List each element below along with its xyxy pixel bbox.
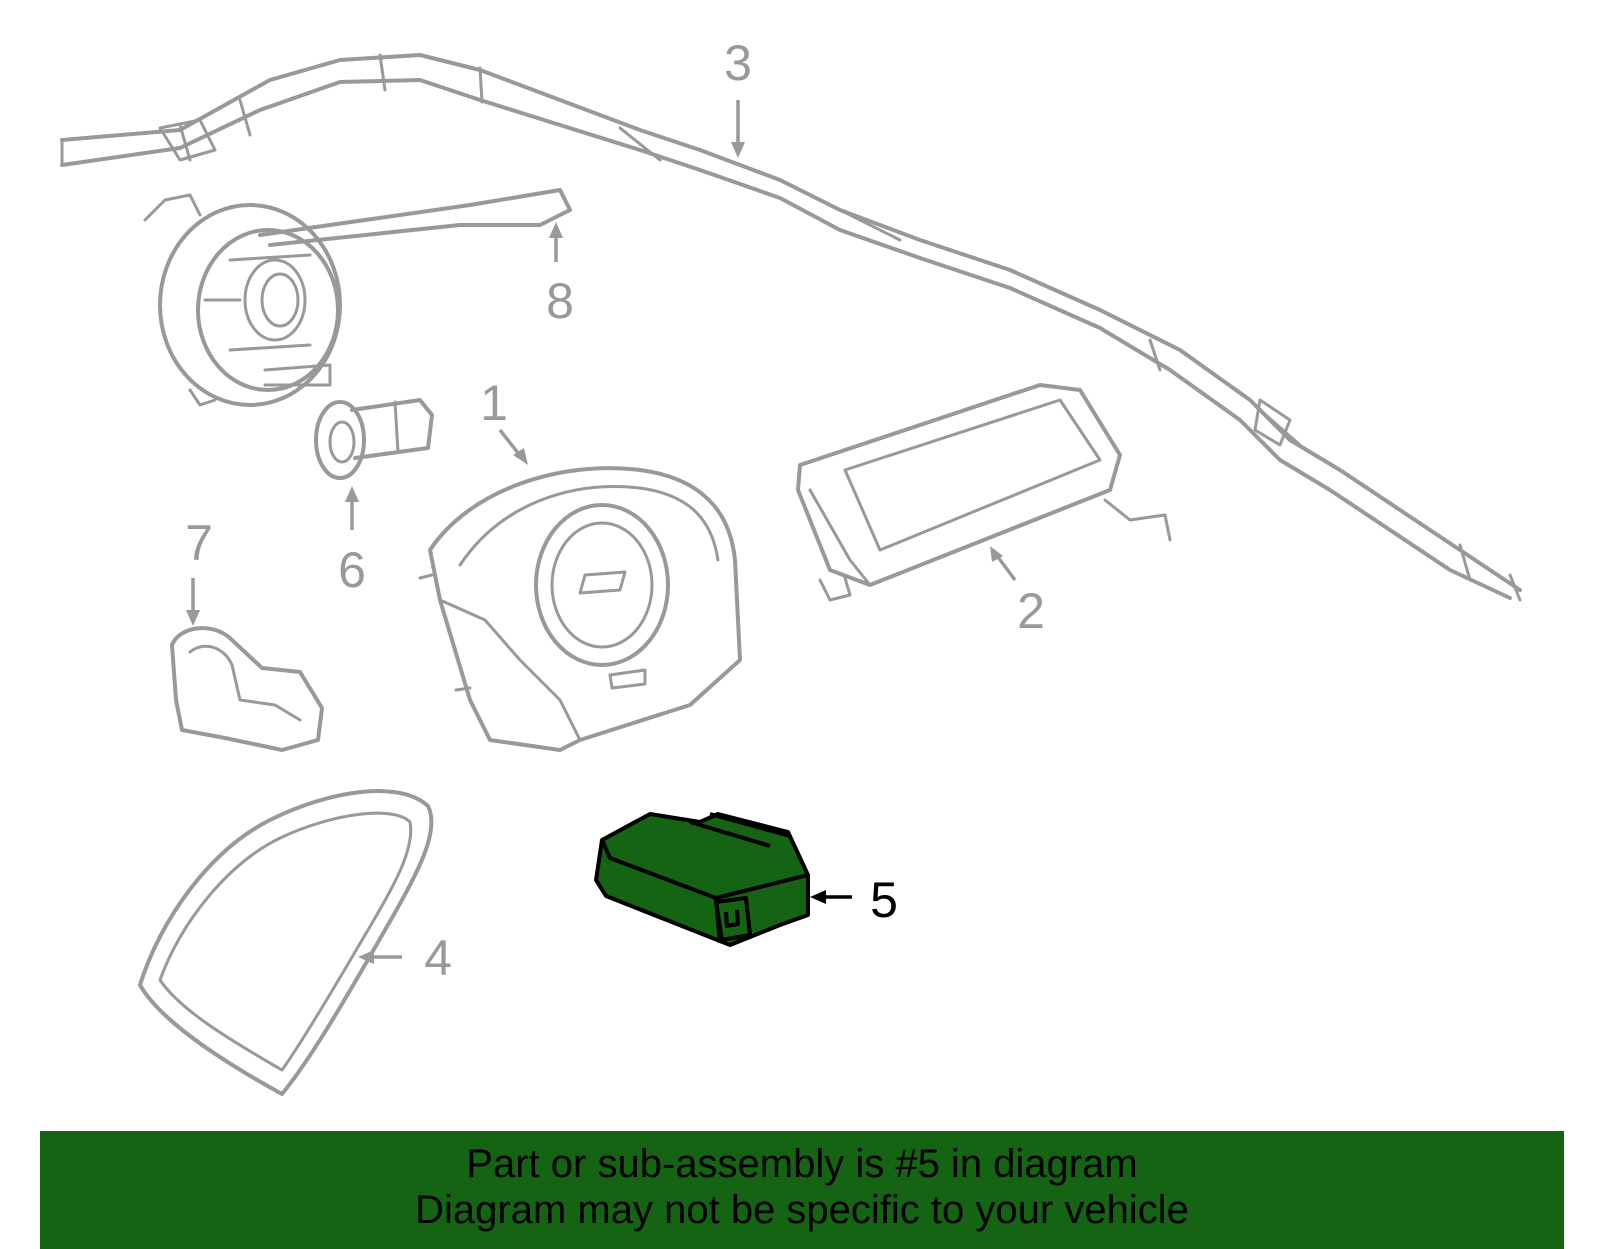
callout-label-5: 5 <box>870 872 898 928</box>
clockspring-icon[interactable] <box>143 188 572 407</box>
callout-4: 4 <box>358 930 452 986</box>
callout-5: 5 <box>810 872 898 928</box>
callout-8: 8 <box>546 222 574 329</box>
callout-label-4: 4 <box>424 930 452 986</box>
callout-label-6: 6 <box>338 542 366 598</box>
callout-7: 7 <box>185 515 213 626</box>
callout-label-7: 7 <box>185 515 213 571</box>
airbag-control-module-icon[interactable] <box>594 812 810 947</box>
banner-line-part: Part or sub-assembly is #5 in diagram <box>466 1142 1138 1186</box>
callout-1: 1 <box>480 375 528 465</box>
part-info-banner: Part or sub-assembly is #5 in diagram Di… <box>40 1131 1564 1249</box>
steering-wheel-airbag-icon[interactable] <box>418 466 742 752</box>
side-airbag-icon[interactable] <box>138 789 434 1096</box>
callout-label-3: 3 <box>724 35 752 91</box>
callout-3: 3 <box>724 35 752 158</box>
curtain-airbag-icon[interactable] <box>60 53 1522 602</box>
callout-2: 2 <box>990 546 1045 639</box>
callout-label-1: 1 <box>480 375 508 431</box>
callout-label-8: 8 <box>546 273 574 329</box>
banner-line-disclaimer: Diagram may not be specific to your vehi… <box>415 1188 1189 1232</box>
passenger-airbag-icon[interactable] <box>796 383 1172 602</box>
impact-sensor-icon[interactable] <box>314 398 434 480</box>
callout-label-2: 2 <box>1017 583 1045 639</box>
callout-6: 6 <box>338 486 366 598</box>
front-sensor-icon[interactable] <box>170 626 324 752</box>
